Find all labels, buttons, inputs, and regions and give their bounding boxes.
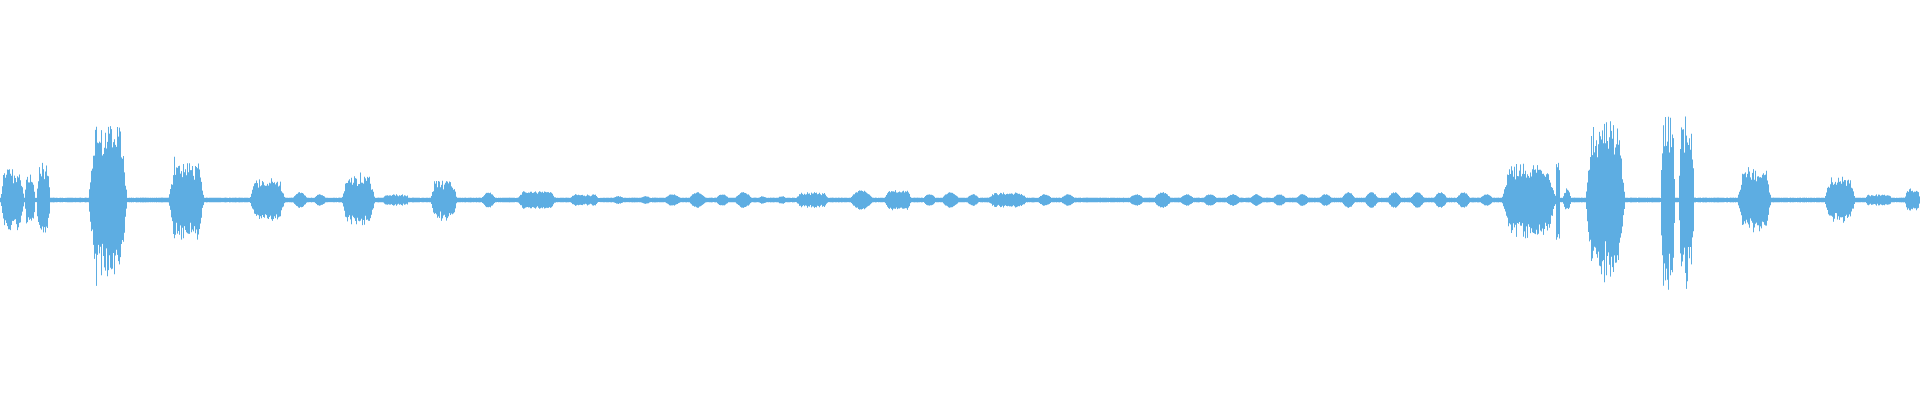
waveform-peaks [0,116,1920,290]
